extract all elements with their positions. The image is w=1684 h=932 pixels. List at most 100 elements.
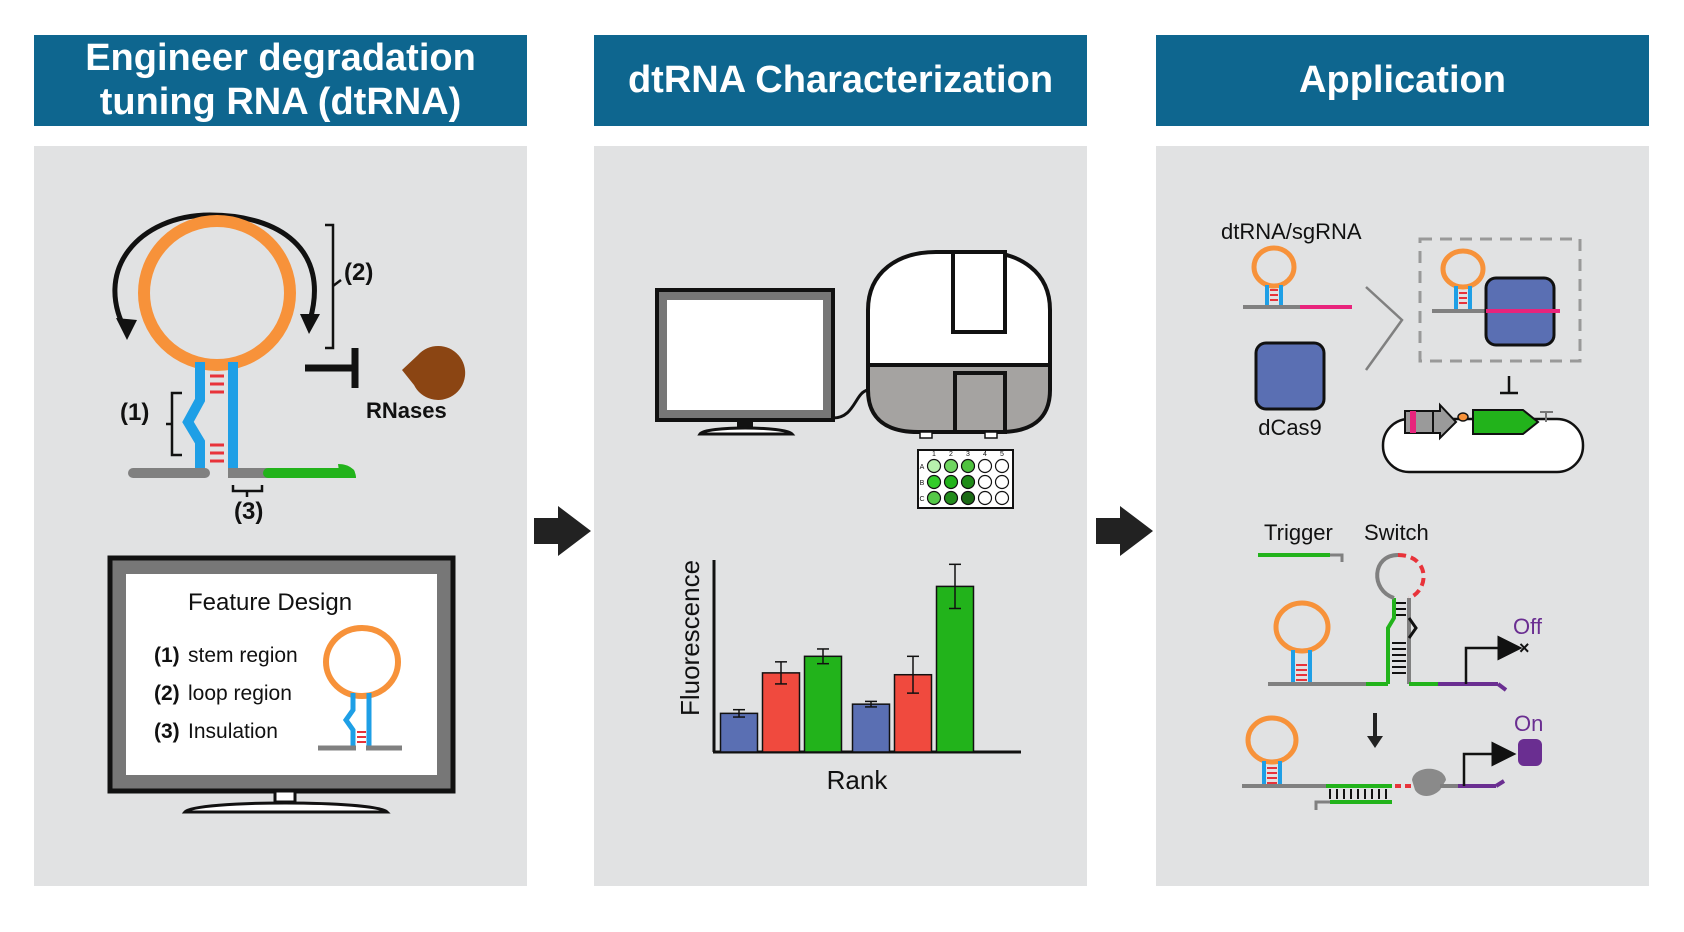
chart-bars (719, 563, 975, 753)
plate-row-label: B (920, 480, 925, 487)
cable (832, 388, 869, 420)
rnases-label: RNases (366, 398, 447, 423)
plate-well (960, 474, 976, 490)
on-dtrna-loop (1245, 715, 1299, 765)
plate-well (960, 490, 976, 506)
plate-col-label: 1 (932, 451, 936, 458)
on-label: On (1514, 711, 1543, 736)
mini-stem-left (342, 693, 356, 746)
reader-lid (951, 250, 1007, 334)
chart-bar (761, 672, 801, 753)
switch-loop-red (1397, 553, 1426, 600)
plate-well (926, 474, 942, 490)
gfp-gene-icon (1472, 409, 1540, 435)
complex-dashed-box (1418, 237, 1582, 363)
switch-bulge (1407, 617, 1418, 639)
feature-item-1-text: stem region (188, 644, 298, 667)
on-base-pairs (1267, 767, 1277, 784)
ribosome-icon (1412, 768, 1446, 796)
monitor-neck (273, 789, 297, 804)
header-characterization-text: dtRNA Characterization (627, 58, 1054, 101)
on-promoter-arrow-icon (1462, 741, 1517, 786)
plate-well (926, 458, 942, 474)
plate-well (977, 490, 993, 506)
switch-base-pairs (1392, 602, 1406, 674)
trigger-end (1330, 553, 1344, 562)
instrument-setup (655, 250, 1052, 439)
plate-well (943, 474, 959, 490)
complex-loop (1440, 248, 1486, 290)
chart-bar (803, 655, 843, 753)
chevron-combine-icon (1364, 286, 1404, 371)
feature-item-3-num: (3) (154, 720, 180, 743)
terminator-icon (1540, 411, 1553, 422)
promoter-arrow-icon (1432, 402, 1458, 441)
header-engineer-dtrna: Engineer degradation tuning RNA (dtRNA) (34, 35, 527, 126)
plate-row-label: C (919, 496, 924, 503)
plate-row-labels: ABC (919, 464, 924, 503)
feature-design-monitor: Feature Design (1) stem region (2) loop … (107, 555, 456, 814)
label-3: (3) (234, 498, 263, 525)
off-label: Off (1513, 614, 1543, 639)
computer-screen (667, 300, 823, 410)
dtrna-hairpin-diagram: (1) (2) (3) RNases (112, 212, 466, 525)
plate-well (977, 474, 993, 490)
crispri-section: dtRNA/sgRNA dCas9 (1221, 219, 1585, 474)
feature-item-1-num: (1) (154, 644, 180, 667)
bracket-2-tick (332, 279, 342, 287)
label-2: (2) (344, 259, 373, 286)
off-promoter-arrow-icon (1464, 635, 1523, 684)
dcas9-label: dCas9 (1258, 415, 1322, 440)
rbs-icon (1457, 412, 1469, 422)
rna-loop (138, 215, 296, 371)
plasmid-gray-part (1404, 410, 1434, 434)
feature-design-title: Feature Design (188, 589, 352, 616)
switch-loop-gray (1375, 553, 1399, 600)
off-purple-end (1496, 682, 1508, 692)
on-purple-end (1494, 779, 1506, 788)
on-duplex-pairs (1329, 789, 1387, 799)
feature-item-2-num: (2) (154, 682, 180, 705)
chart-ylabel: Fluorescence (675, 560, 705, 716)
chart-xlabel: Rank (827, 765, 889, 795)
arrow-right-1-icon (534, 506, 591, 556)
dcas9-protein (1254, 341, 1326, 411)
plate-col-label: 2 (949, 451, 953, 458)
header-engineer-dtrna-text: Engineer degradation tuning RNA (dtRNA) (85, 36, 476, 123)
monitor-stand (181, 801, 391, 814)
toehold-section: Trigger Switch × Off (1242, 520, 1543, 810)
bracket-3 (231, 485, 264, 493)
plate-well (994, 490, 1010, 506)
plate-well (943, 458, 959, 474)
plate-col-label: 4 (983, 451, 987, 458)
header-dtrna-characterization: dtRNA Characterization (594, 35, 1087, 126)
dtrna-sgrna-label: dtRNA/sgRNA (1221, 219, 1362, 244)
plate-well (960, 458, 976, 474)
monitor-screen (126, 574, 437, 775)
on-trigger-gray (1314, 800, 1330, 810)
green-cap-icon (338, 464, 356, 478)
bracket-2 (325, 223, 335, 350)
header-application: Application (1156, 35, 1649, 126)
off-base-pairs (1296, 664, 1307, 681)
loop-arrowhead-right-icon (300, 314, 320, 334)
loop-curved-arrow-icon (112, 212, 317, 337)
plate-well (994, 458, 1010, 474)
switch-label: Switch (1364, 520, 1429, 545)
header-application-text: Application (1299, 58, 1506, 101)
complex-base-pairs (1459, 292, 1467, 304)
reader-foot-right (984, 431, 998, 439)
chart-bar (851, 703, 891, 753)
on-protein-icon (1518, 739, 1542, 766)
plate-well (994, 474, 1010, 490)
plasmid-pink-part (1410, 411, 1416, 433)
stem-left-strand (182, 362, 205, 470)
arrow-right-2-icon (1096, 506, 1153, 556)
switch-stem-green (1386, 598, 1396, 684)
base-pairs (210, 374, 224, 463)
down-arrow-icon (1367, 736, 1383, 748)
loop-arrowhead-left-icon (116, 318, 137, 340)
fluorescence-bar-chart: Rank Fluorescence (675, 560, 1021, 795)
